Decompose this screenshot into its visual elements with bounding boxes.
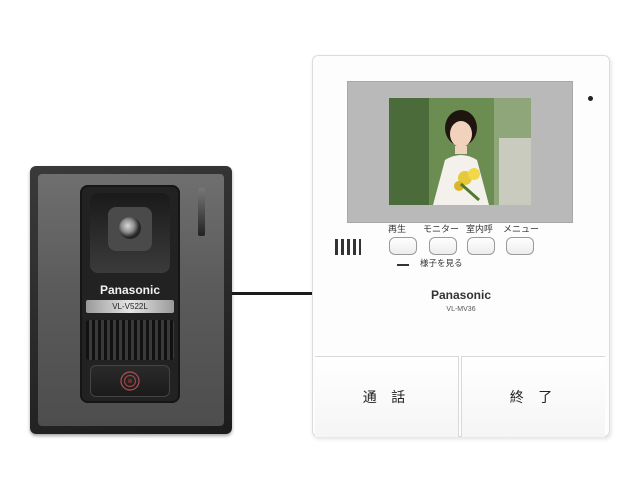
end-button[interactable]: 終 了 xyxy=(461,356,605,437)
monitor-button[interactable] xyxy=(429,237,457,255)
camera-housing xyxy=(108,207,152,251)
intercom-label: 室内呼 xyxy=(466,225,494,235)
intercom-button[interactable] xyxy=(467,237,495,255)
monitor-brand-logo: Panasonic xyxy=(430,288,492,302)
monitor-label: モニター xyxy=(423,225,460,235)
microphone-slots-icon xyxy=(335,239,361,255)
call-button-icon xyxy=(120,371,140,391)
door-brand-logo: Panasonic xyxy=(99,283,161,297)
door-station-unit: Panasonic VL-V522L xyxy=(80,185,180,403)
camera-lens-icon xyxy=(119,217,141,239)
video-feed-image xyxy=(389,98,531,205)
video-screen xyxy=(389,98,531,205)
playback-label: 再生 xyxy=(388,225,407,235)
door-model-label: VL-V522L xyxy=(112,302,148,311)
status-led xyxy=(588,96,593,101)
speaker-grille-icon xyxy=(86,320,174,360)
playback-indicator xyxy=(397,264,409,266)
call-button[interactable] xyxy=(90,365,170,397)
monitor-model-label: VL-MV36 xyxy=(446,306,476,313)
camera-hood xyxy=(90,193,170,273)
screen-bezel xyxy=(347,81,573,223)
name-plate-slot xyxy=(198,188,205,236)
door-station: Panasonic VL-V522L xyxy=(30,166,232,434)
playback-button[interactable] xyxy=(389,237,417,255)
menu-label: メニュー xyxy=(503,225,540,235)
talk-button[interactable]: 通 話 xyxy=(315,356,459,437)
indoor-monitor: 再生 モニター 様子を見る 室内呼 メニュー Panasonic VL-MV36… xyxy=(312,55,610,437)
door-model-plate: VL-V522L xyxy=(86,300,174,313)
monitor-sublabel: 様子を見る xyxy=(420,259,463,269)
connection-cable xyxy=(232,292,318,295)
menu-button[interactable] xyxy=(506,237,534,255)
